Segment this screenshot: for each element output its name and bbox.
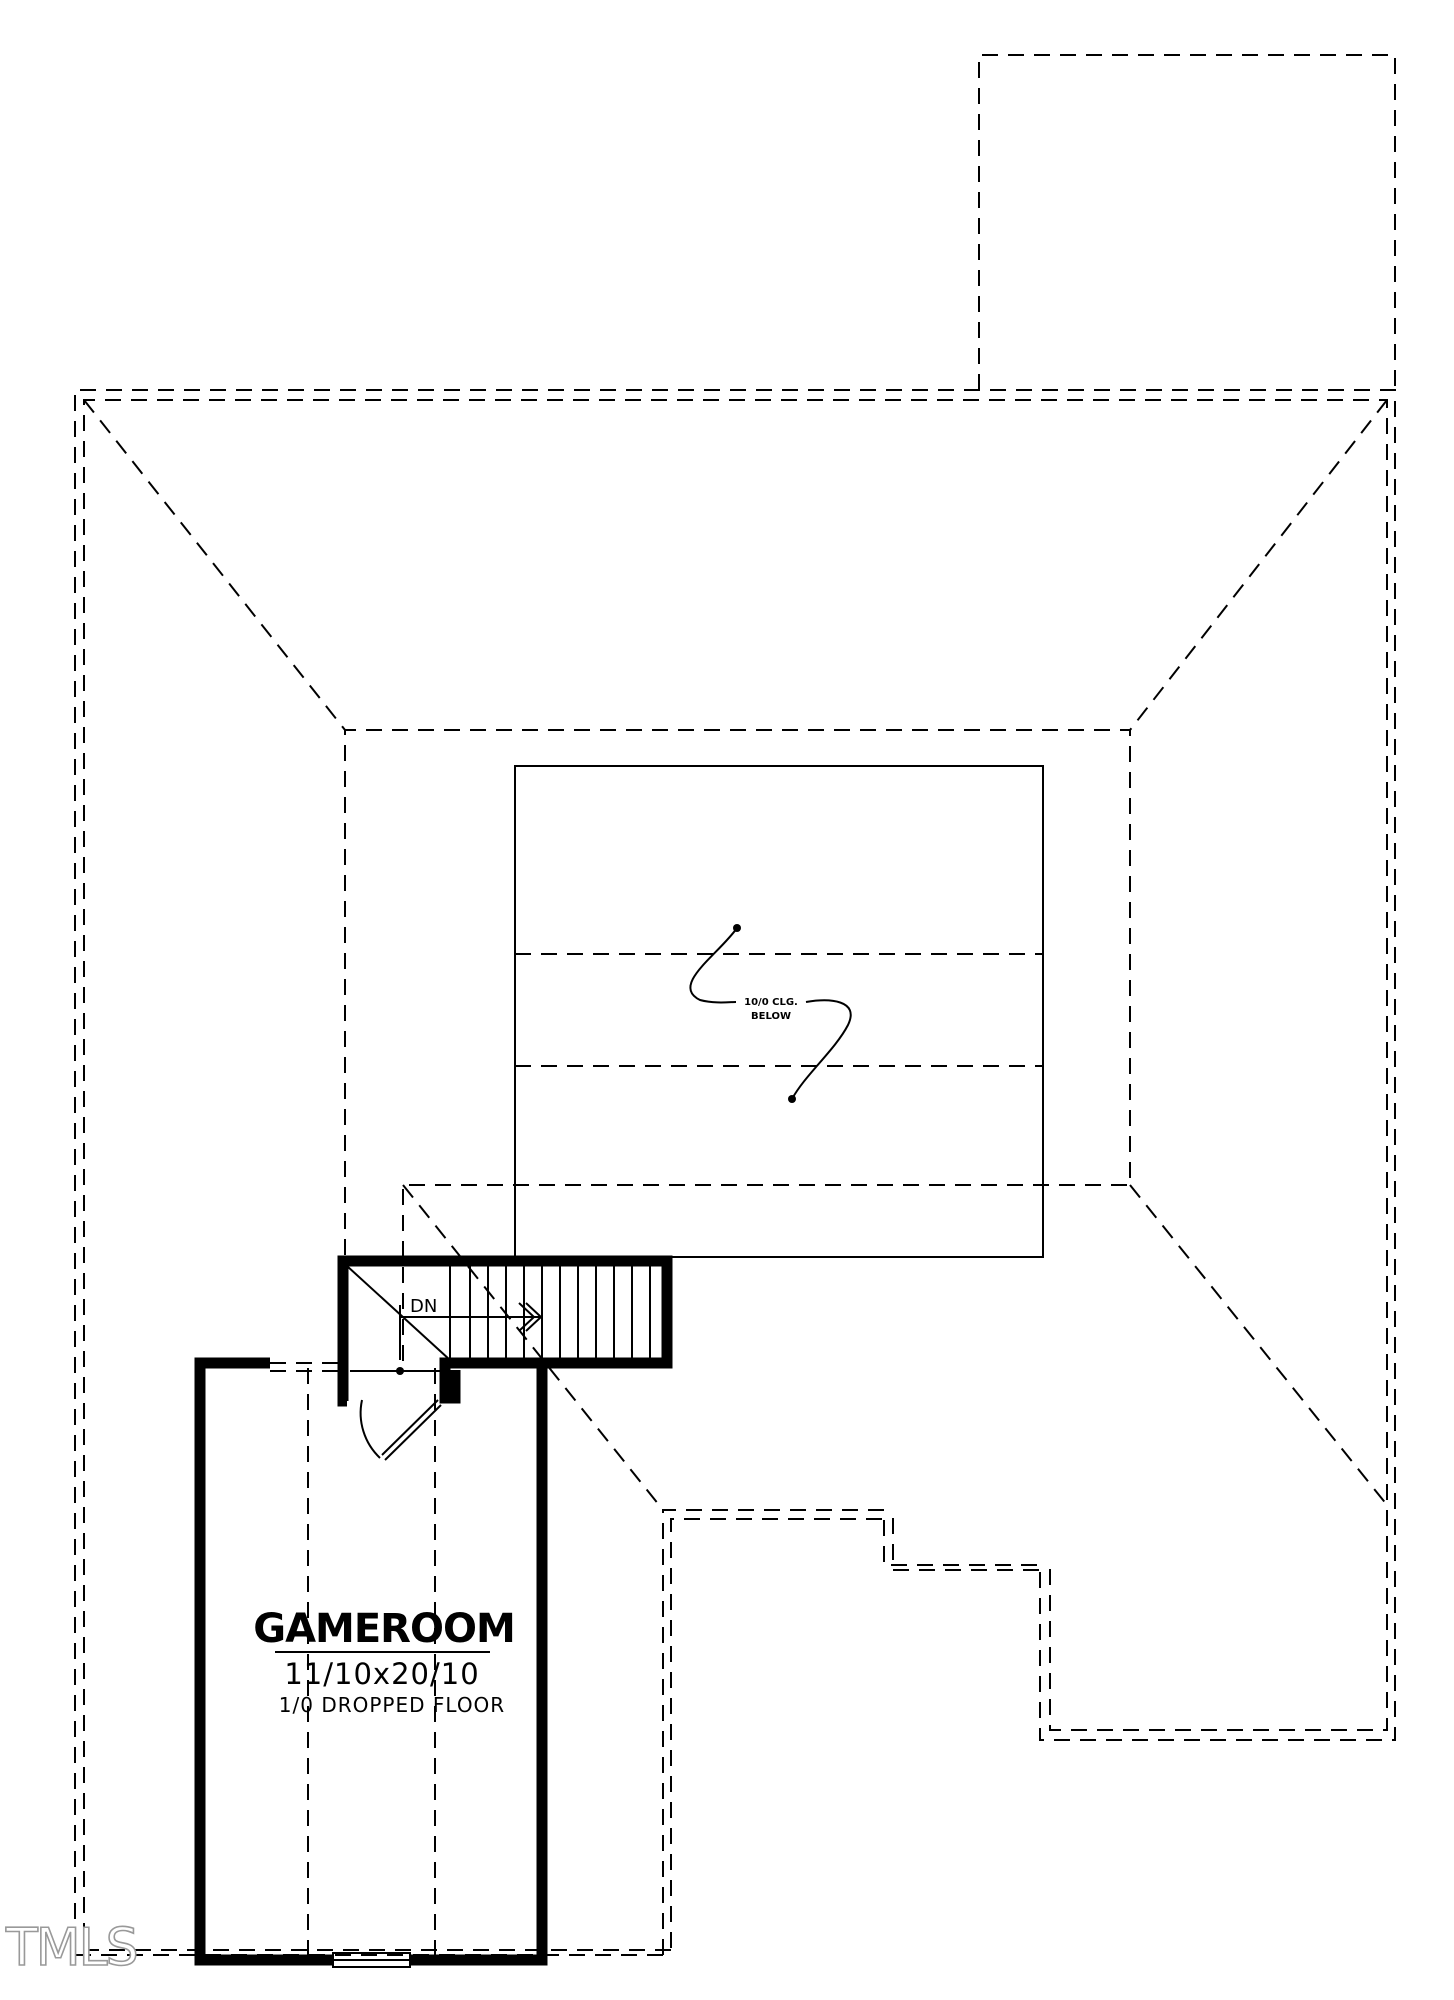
- stair-walls: [337, 1255, 673, 1371]
- watermark: TMLS: [5, 1917, 139, 1979]
- room-dimensions: 11/10x20/10: [284, 1657, 479, 1691]
- dropped-floor-lines: [307, 1368, 436, 1955]
- gameroom-walls: [194, 1357, 548, 1966]
- room-name: GAMEROOM: [253, 1606, 515, 1652]
- door-swing: [359, 1399, 442, 1461]
- ceiling-note-line2: BELOW: [751, 1011, 791, 1022]
- gameroom-label: GAMEROOM 11/10x20/10 1/0 DROPPED FLOOR: [253, 1606, 516, 1717]
- ceiling-note: 10/0 CLG. BELOW: [689, 924, 852, 1103]
- main-roof-outline: [74, 389, 1396, 1956]
- roof-hip-lines: [83, 399, 1388, 1511]
- stair-label: DN: [410, 1296, 437, 1317]
- window: [332, 1952, 411, 1968]
- room-note: 1/0 DROPPED FLOOR: [279, 1693, 505, 1717]
- open-to-below-area: [514, 765, 1044, 1258]
- door-opening: [270, 1362, 340, 1372]
- upper-roof-outline: [978, 54, 1396, 390]
- ceiling-note-line1: 10/0 CLG.: [744, 997, 798, 1008]
- stair-direction-arrow: DN: [396, 1296, 543, 1375]
- staircase: [346, 1265, 651, 1372]
